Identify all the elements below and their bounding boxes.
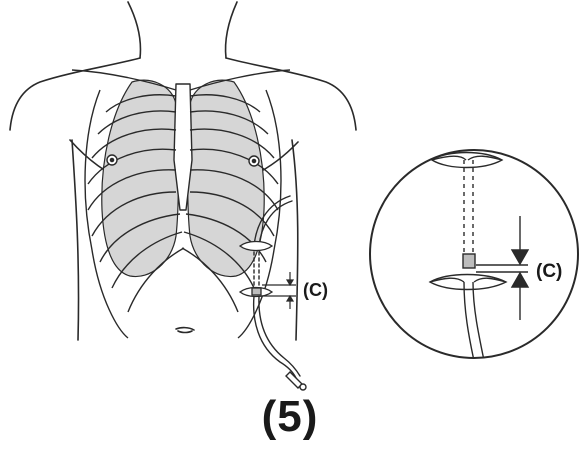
detail-callout-label: (C) (536, 261, 562, 282)
catheter-tube (254, 196, 300, 378)
body-callout-label: (C) (303, 280, 328, 300)
detail-magnifier: (C) (370, 150, 578, 370)
step-number-label: (5) (0, 392, 580, 442)
catheter-hub (286, 372, 306, 390)
left-lung (102, 80, 179, 276)
